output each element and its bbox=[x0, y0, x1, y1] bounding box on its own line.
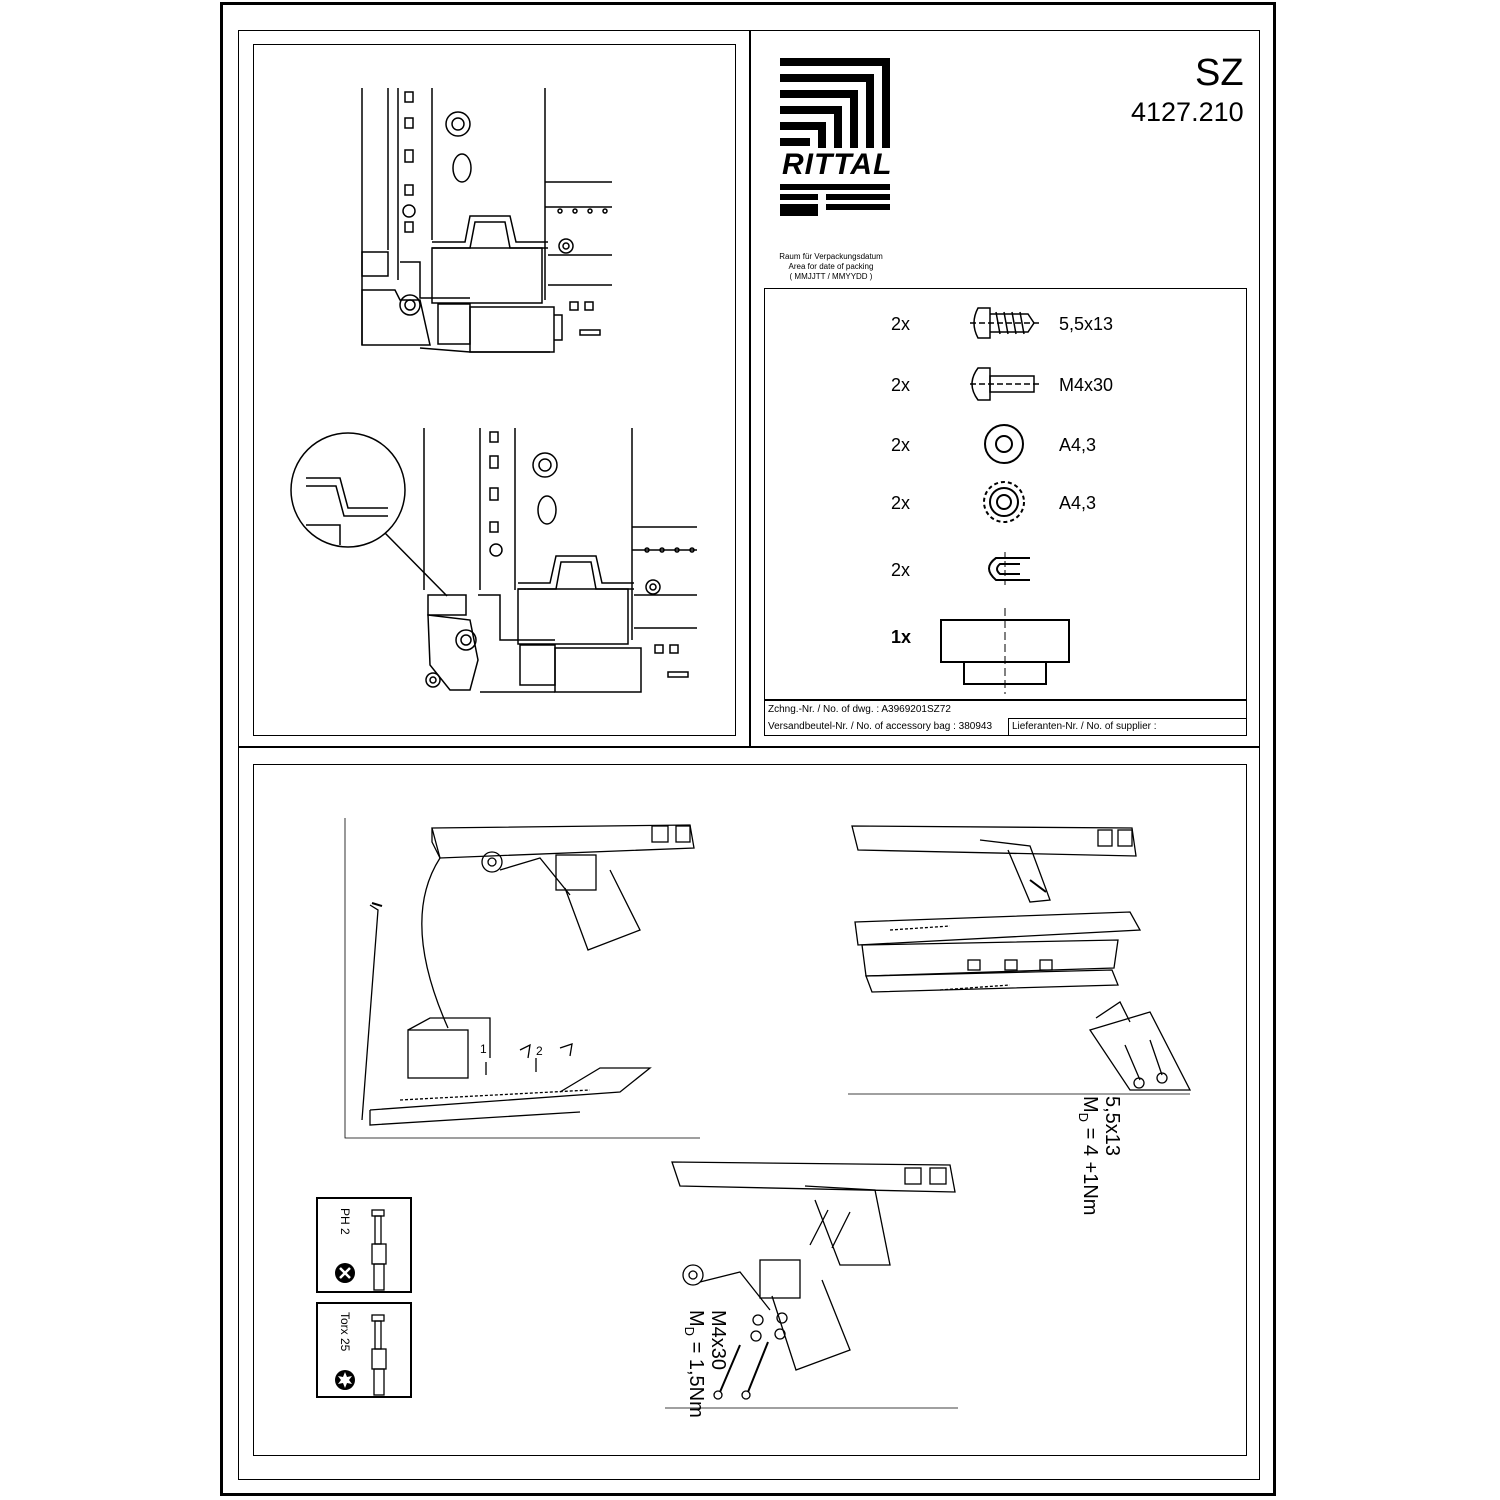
footer-divider bbox=[1008, 718, 1009, 736]
tool-label-torx25: Torx 25 bbox=[338, 1312, 352, 1352]
part-label-2: M4x30 bbox=[1059, 375, 1114, 395]
step-number-1: 1 bbox=[480, 1042, 487, 1056]
panel-top-left bbox=[238, 30, 750, 747]
sheet-frame bbox=[220, 2, 1276, 1496]
part-qty-2: 2x bbox=[891, 375, 911, 395]
step-number-2: 2 bbox=[536, 1044, 543, 1058]
panel-top-right bbox=[750, 30, 1260, 747]
screw-size-bottom: M4x30 bbox=[707, 1310, 729, 1371]
part-qty-4: 2x bbox=[891, 493, 911, 513]
part-qty-6: 1x bbox=[891, 627, 912, 647]
logo-wordmark: RITTAL bbox=[782, 148, 893, 181]
tool-box-torx25 bbox=[316, 1302, 412, 1398]
panel-bottom bbox=[238, 747, 1260, 1480]
panel-top-left-inner bbox=[253, 44, 736, 736]
article-number: 4127.210 bbox=[1131, 97, 1244, 127]
packing-line-1: Raum für Verpackungsdatum bbox=[779, 252, 883, 261]
screw-callout-right: 5,5x13 MD = 4 +1Nm bbox=[1072, 1096, 1123, 1215]
tool-box-ph2 bbox=[316, 1197, 412, 1293]
torque-right: MD = 4 +1Nm bbox=[1076, 1096, 1101, 1216]
rittal-logo: RITTAL bbox=[780, 58, 893, 216]
part-label-1: 5,5x13 bbox=[1059, 314, 1114, 334]
parts-list bbox=[764, 288, 1247, 700]
product-code: SZ bbox=[1195, 52, 1244, 94]
part-label-4: A4,3 bbox=[1059, 493, 1097, 513]
panel-bottom-inner bbox=[253, 764, 1247, 1456]
packing-line-2: Area for date of packing bbox=[788, 262, 874, 271]
screw-callout-bottom: M4x30 MD = 1,5Nm bbox=[678, 1310, 729, 1418]
accessory-bag-number: Versandbeutel-Nr. / No. of accessory bag… bbox=[768, 721, 993, 732]
part-qty-3: 2x bbox=[891, 435, 911, 455]
torque-bottom: MD = 1,5Nm bbox=[682, 1310, 707, 1418]
footer-hline bbox=[1008, 718, 1247, 719]
tool-label-ph2: PH 2 bbox=[338, 1208, 352, 1235]
part-label-3: A4,3 bbox=[1059, 435, 1097, 455]
screw-size-right: 5,5x13 bbox=[1101, 1096, 1123, 1157]
packing-line-3: ( MMJJTT / MMYYDD ) bbox=[789, 272, 873, 281]
drawing-number: Zchng.-Nr. / No. of dwg. : A3969201SZ72 bbox=[768, 704, 951, 715]
part-qty-1: 2x bbox=[891, 314, 911, 334]
supplier-number: Lieferanten-Nr. / No. of supplier : bbox=[1012, 721, 1157, 732]
part-qty-5: 2x bbox=[891, 560, 911, 580]
packing-date-area: Raum für Verpackungsdatum Area for date … bbox=[766, 252, 896, 282]
